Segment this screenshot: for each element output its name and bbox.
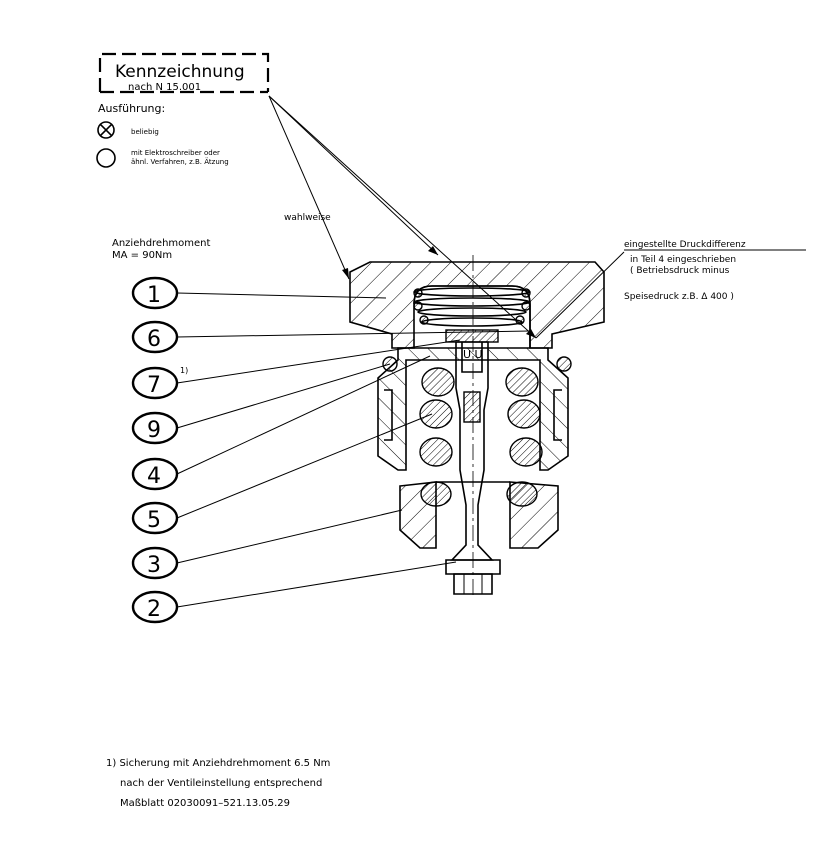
callout-superscript: 1) (180, 366, 188, 375)
optional-label: wahlweise (284, 213, 331, 223)
torque-line1: Anziehdrehmoment (112, 238, 211, 249)
callout-label-3: 3 (147, 553, 161, 578)
callout-label-9: 9 (147, 418, 161, 443)
torque-note: Anziehdrehmoment MA = 90Nm (112, 238, 211, 261)
pressure-line3: ( Betriebsdruck minus (630, 266, 730, 276)
callout-label-6: 6 (147, 327, 161, 352)
cross-circle-icon (97, 121, 115, 139)
callout-label-5: 5 (147, 508, 161, 533)
callout-label-1: 1 (147, 283, 161, 308)
execution-heading: Ausführung: (98, 102, 165, 115)
stamp-text: U U (463, 348, 483, 361)
footnote-line3: Maßblatt 02030091–521.13.05.29 (120, 798, 290, 809)
pressure-line2: in Teil 4 eingeschrieben (630, 255, 736, 265)
footnote-line2: nach der Ventileinstellung entsprechend (120, 778, 322, 789)
execution-options: Ausführung: beliebig mit Elektroschreibe… (96, 102, 229, 168)
pressure-line1: eingestellte Druckdifferenz (624, 240, 746, 250)
spring-stack (413, 287, 531, 327)
callout-label-7: 7 (147, 373, 161, 398)
execution-option-circle-line1: mit Elektroschreiber oder (131, 149, 220, 157)
footnote: 1) Sicherung mit Anziehdrehmoment 6.5 Nm… (106, 758, 330, 809)
torque-line2: MA = 90Nm (112, 250, 172, 261)
callout-label-2: 2 (147, 597, 161, 622)
valve-body: U U (349, 255, 605, 598)
footnote-line1: 1) Sicherung mit Anziehdrehmoment 6.5 Nm (106, 758, 330, 769)
plain-circle-icon (96, 148, 116, 168)
label-box: Kennzeichnung nach N 15.001 (98, 52, 270, 94)
execution-option-circle-line2: ähnl. Verfahren, z.B. Ätzung (131, 157, 229, 166)
pressure-line4: Speisedruck z.B. Δ 400 ) (624, 292, 734, 302)
label-box-subtitle: nach N 15.001 (128, 82, 201, 93)
execution-option-cross: beliebig (131, 128, 159, 136)
callouts: 1 6 7 1) 9 4 5 3 2 (131, 276, 531, 624)
callout-label-4: 4 (147, 464, 161, 489)
label-box-title: Kennzeichnung (115, 62, 245, 82)
